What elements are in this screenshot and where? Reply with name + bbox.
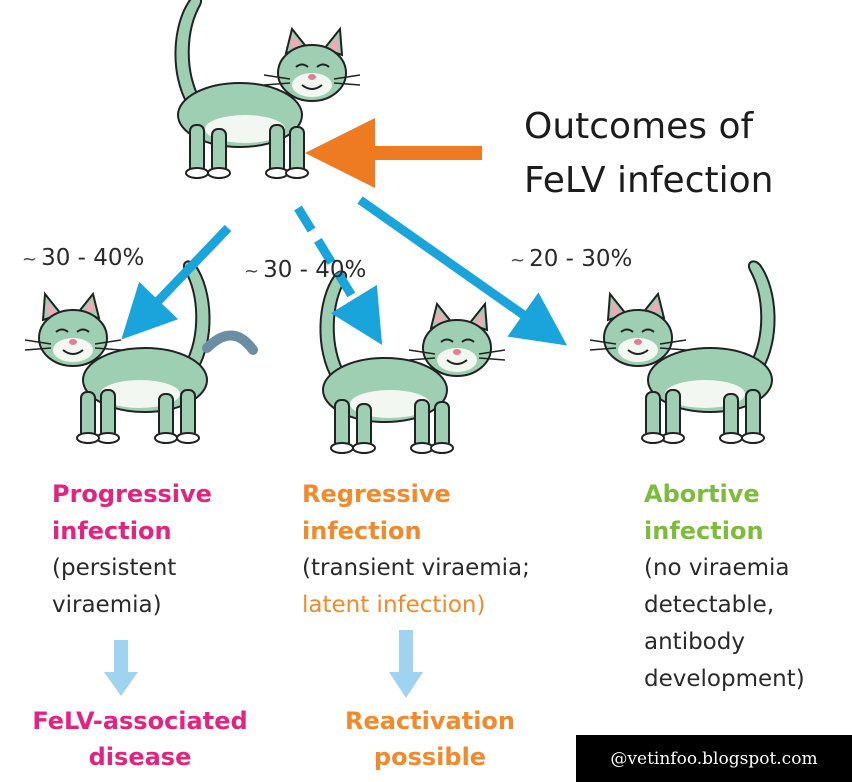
arrow-to-progressive bbox=[121, 224, 232, 340]
arrow-to-regressive bbox=[294, 205, 383, 346]
regressive-desc-line-1: (transient viraemia; bbox=[302, 555, 530, 581]
percentage-value: 30 - 40% bbox=[263, 257, 367, 283]
progressive-result: FeLV-associated disease bbox=[10, 703, 270, 775]
tilde-symbol: ~ bbox=[22, 249, 38, 270]
title-line-1: Outcomes of bbox=[524, 106, 754, 147]
percentage-regressive: ~30 - 40% bbox=[244, 257, 366, 283]
watermark: @vetinfoo.blogspot.com bbox=[576, 735, 852, 782]
regressive-branch: Regressive infection (transient viraemia… bbox=[302, 476, 530, 624]
percentage-abortive: ~20 - 30% bbox=[510, 246, 632, 272]
regressive-outcome-line-1: Regressive bbox=[302, 480, 451, 508]
tilde-symbol: ~ bbox=[510, 250, 526, 271]
progressive-outcome-line-1: Progressive bbox=[52, 480, 212, 508]
regressive-outcome-line-2: infection bbox=[302, 517, 422, 545]
down-arrow-progressive bbox=[104, 640, 138, 696]
cat-icon-abortive bbox=[589, 260, 776, 444]
abortive-branch: Abortive infection (no viraemia detectab… bbox=[644, 476, 805, 698]
diagram-title: Outcomes of FeLV infection bbox=[524, 100, 773, 208]
percentage-value: 30 - 40% bbox=[41, 245, 145, 271]
regressive-result: Reactivation possible bbox=[320, 703, 540, 775]
progressive-result-line-2: disease bbox=[88, 743, 192, 771]
cat-icon-progressive bbox=[24, 260, 258, 444]
abortive-desc-line-2: detectable, bbox=[644, 592, 775, 618]
title-line-2: FeLV infection bbox=[524, 160, 774, 201]
progressive-branch: Progressive infection (persistent viraem… bbox=[52, 476, 212, 624]
abortive-outcome-line-1: Abortive bbox=[644, 480, 760, 508]
regressive-result-line-2: possible bbox=[373, 743, 487, 771]
percentage-progressive: ~30 - 40% bbox=[22, 245, 144, 271]
regressive-result-line-1: Reactivation bbox=[345, 707, 515, 735]
down-arrow-regressive bbox=[389, 630, 423, 698]
tilde-symbol: ~ bbox=[244, 261, 260, 282]
progressive-desc-line-1: (persistent bbox=[52, 555, 177, 581]
percentage-value: 20 - 30% bbox=[529, 246, 633, 272]
progressive-result-line-1: FeLV-associated bbox=[32, 707, 248, 735]
arrow-to-abortive bbox=[357, 196, 568, 346]
abortive-desc-line-3: antibody bbox=[644, 629, 745, 655]
abortive-desc-line-1: (no viraemia bbox=[644, 555, 790, 581]
abortive-desc-line-4: development) bbox=[644, 666, 805, 692]
progressive-desc-line-2: viraemia) bbox=[52, 592, 162, 618]
cat-icon-top bbox=[174, 0, 361, 179]
abortive-outcome-line-2: infection bbox=[644, 517, 764, 545]
progressive-outcome-line-2: infection bbox=[52, 517, 172, 545]
cat-icon-regressive bbox=[319, 270, 506, 454]
regressive-desc-line-2: latent infection) bbox=[302, 592, 486, 618]
